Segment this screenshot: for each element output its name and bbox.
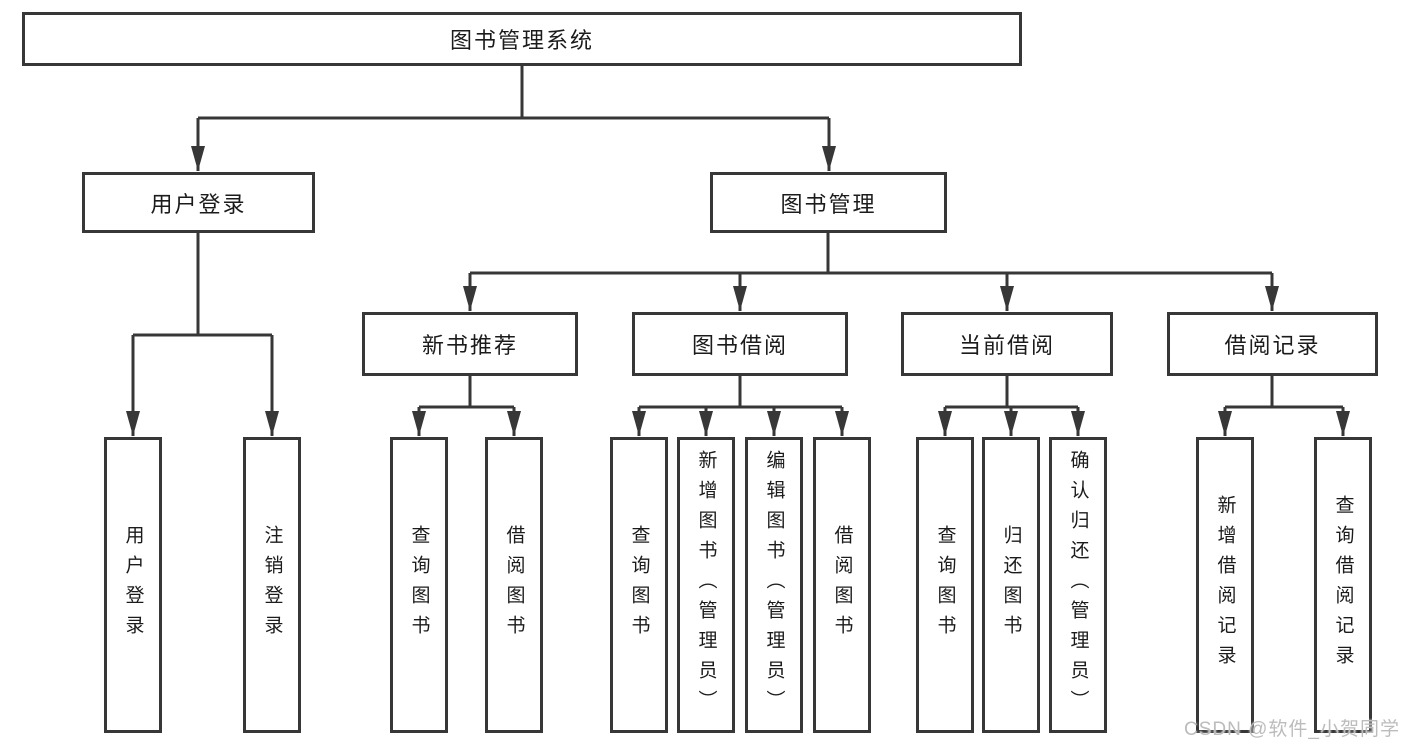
leaf-user-login-label: 用户登录	[122, 525, 144, 645]
leaf-query-books-new-label: 查询图书	[408, 525, 430, 645]
leaf-query-books-borrow: 查询图书	[610, 437, 668, 733]
leaf-borrow-books-borrow-label: 借阅图书	[831, 525, 853, 645]
leaf-query-books-current-label: 查询图书	[934, 525, 956, 645]
leaf-borrow-books-new: 借阅图书	[485, 437, 543, 733]
leaf-return-books-label: 归还图书	[1000, 525, 1022, 645]
leaf-confirm-return-admin: 确认归还（管理员）	[1049, 437, 1107, 733]
node-book-mgmt: 图书管理	[710, 172, 947, 233]
leaf-add-books-admin-label: 新增图书（管理员）	[695, 450, 717, 720]
node-new-books: 新书推荐	[362, 312, 578, 376]
node-root-system: 图书管理系统	[22, 12, 1022, 66]
leaf-query-books-new: 查询图书	[390, 437, 448, 733]
watermark-text: CSDN @软件_小贺同学	[1184, 719, 1400, 740]
leaf-borrow-books-new-label: 借阅图书	[503, 525, 525, 645]
leaf-confirm-return-admin-label: 确认归还（管理员）	[1067, 450, 1089, 720]
node-user-login: 用户登录	[82, 172, 315, 233]
leaf-edit-books-admin-label: 编辑图书（管理员）	[763, 450, 785, 720]
leaf-edit-books-admin: 编辑图书（管理员）	[745, 437, 803, 733]
leaf-add-books-admin: 新增图书（管理员）	[677, 437, 735, 733]
leaf-borrow-books-borrow: 借阅图书	[813, 437, 871, 733]
leaf-query-books-current: 查询图书	[916, 437, 974, 733]
leaf-query-borrow-record-label: 查询借阅记录	[1332, 495, 1354, 675]
leaf-add-borrow-record: 新增借阅记录	[1196, 437, 1254, 733]
leaf-logout-label: 注销登录	[261, 525, 283, 645]
leaf-add-borrow-record-label: 新增借阅记录	[1214, 495, 1236, 675]
node-book-borrow: 图书借阅	[632, 312, 848, 376]
leaf-return-books: 归还图书	[982, 437, 1040, 733]
leaf-query-borrow-record: 查询借阅记录	[1314, 437, 1372, 733]
node-current-borrow: 当前借阅	[901, 312, 1113, 376]
leaf-logout: 注销登录	[243, 437, 301, 733]
leaf-user-login: 用户登录	[104, 437, 162, 733]
node-borrow-records: 借阅记录	[1167, 312, 1378, 376]
leaf-query-books-borrow-label: 查询图书	[628, 525, 650, 645]
